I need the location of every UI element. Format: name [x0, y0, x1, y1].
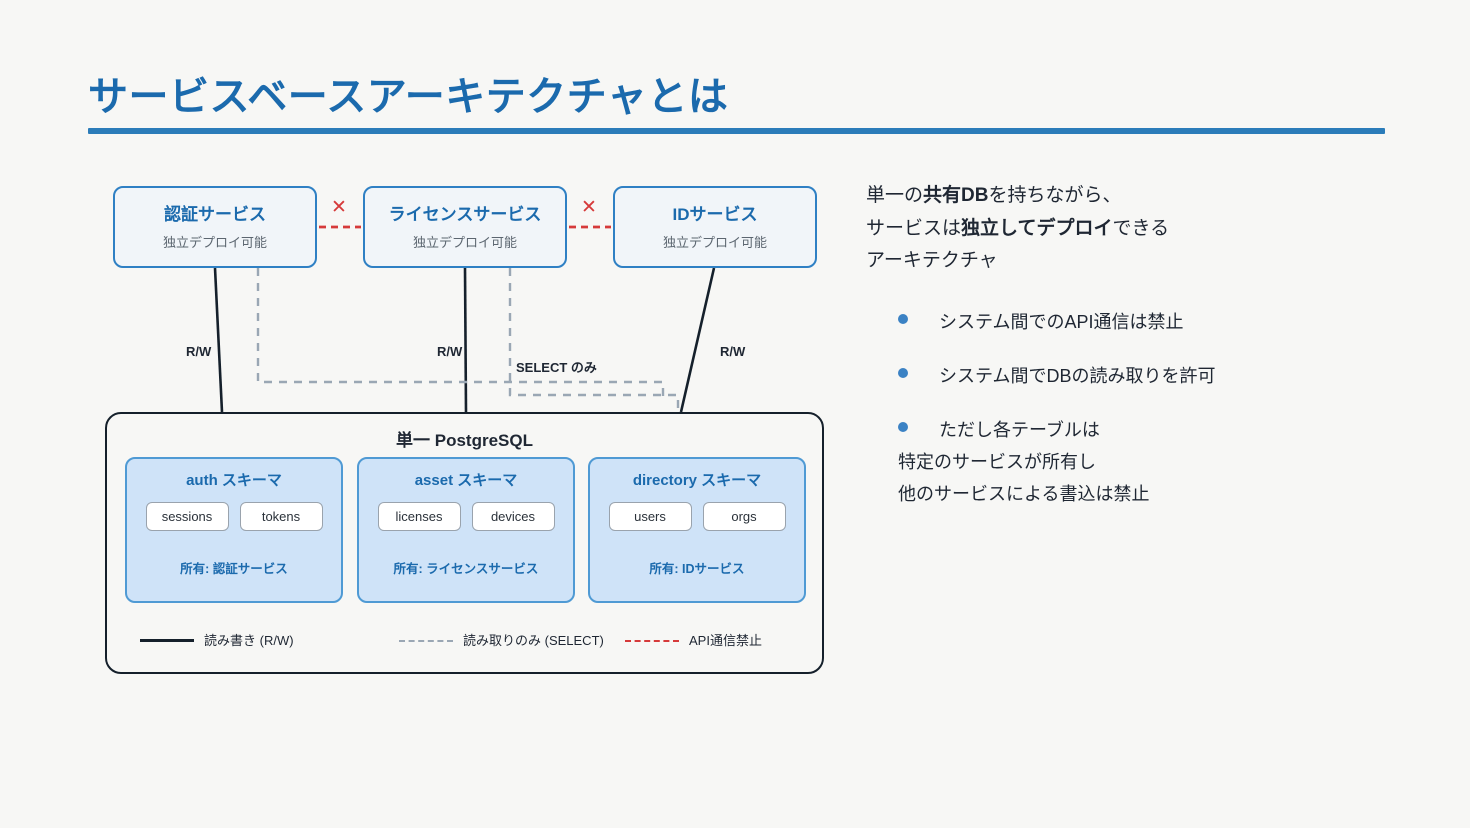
schema-owner: 所有: ライセンスサービス [393, 562, 539, 576]
select-path-license [508, 268, 680, 418]
bullet-text: システム間でのAPI通信は禁止 [939, 312, 1184, 333]
schema-box-auth[interactable]: auth スキーマ sessions tokens 所有: 認証サービス [125, 457, 343, 603]
edge-label-rw-license: R/W [437, 344, 463, 359]
legend-item-read-write: 読み書き (R/W) [140, 634, 294, 647]
table-chip[interactable]: devices [471, 502, 555, 531]
description-panel: 単一の共有DBを持ちながら、 サービスは独立してデプロイできる アーキテクチャ … [866, 180, 1386, 532]
lede-emphasis-deploy: デプロイ [1036, 217, 1113, 239]
database-container: 単一 PostgreSQL auth スキーマ sessions tokens … [105, 412, 824, 674]
table-chip[interactable]: licenses [377, 502, 461, 531]
legend: 読み書き (R/W) 読み取りのみ (SELECT) API通信禁止 [125, 634, 804, 656]
bullet-text: システム間でDBの読み取りを許可 [939, 366, 1216, 387]
legend-label: 読み取りのみ (SELECT) [463, 633, 604, 648]
lede-text: 単一の [866, 185, 924, 206]
list-item: システム間でDBの読み取りを許可 [898, 360, 1386, 392]
edge-label-rw-id: R/W [720, 344, 746, 359]
bullet-dot-icon [898, 422, 908, 433]
bullet-dot-icon [898, 368, 908, 379]
legend-item-api-forbidden: API通信禁止 [625, 634, 762, 647]
service-subtitle: 独立デプロイ可能 [162, 234, 267, 250]
rw-line-license [463, 267, 468, 413]
page-title: サービスベースアーキテクチャとは [88, 75, 729, 119]
schema-title: asset スキーマ [414, 472, 518, 489]
dashed-gray-line-icon [399, 639, 453, 642]
lede-line-1: 単一の共有DBを持ちながら、 [866, 180, 1386, 213]
legend-item-read-only: 読み取りのみ (SELECT) [399, 634, 604, 647]
list-item: システム間でのAPI通信は禁止 [898, 306, 1386, 338]
schema-owner: 所有: 認証サービス [180, 562, 288, 576]
service-subtitle: 独立デプロイ可能 [662, 234, 767, 250]
service-title: 認証サービス [164, 204, 266, 224]
service-box-license[interactable]: ライセンスサービス 独立デプロイ可能 [363, 186, 567, 268]
bullet-text: ただし各テーブルは 特定のサービスが所有し 他のサービスによる書込は禁止 [898, 420, 1150, 505]
lede-text: を持ちながら、 [988, 185, 1122, 206]
table-chip[interactable]: tokens [239, 502, 323, 531]
schema-title: auth スキーマ [186, 472, 282, 489]
service-box-id[interactable]: IDサービス 独立デプロイ可能 [613, 186, 817, 268]
service-title: IDサービス [672, 204, 758, 224]
lede-line-3: アーキテクチャ [866, 250, 998, 272]
lede-emphasis-shared-db: 共有DB [923, 185, 989, 206]
list-item: ただし各テーブルは 特定のサービスが所有し 他のサービスによる書込は禁止 [898, 414, 1386, 510]
schema-title: directory スキーマ [632, 472, 762, 489]
legend-label: API通信禁止 [689, 633, 762, 648]
schema-owner: 所有: IDサービス [649, 562, 745, 576]
schema-tables: sessions tokens [127, 502, 341, 531]
schema-box-asset[interactable]: asset スキーマ licenses devices 所有: ライセンスサービ… [357, 457, 575, 603]
lede-text: サービスは [866, 217, 962, 239]
service-title: ライセンスサービス [388, 204, 542, 224]
forbidden-x-icon: ✕ [331, 197, 347, 218]
schema-box-directory[interactable]: directory スキーマ users orgs 所有: IDサービス [588, 457, 806, 603]
edge-label-rw-auth: R/W [186, 344, 212, 359]
rw-line-auth [213, 267, 224, 413]
table-chip[interactable]: orgs [702, 502, 786, 531]
database-title: 単一 PostgreSQL [396, 431, 533, 450]
bullet-dot-icon [898, 314, 908, 325]
legend-label: 読み書き (R/W) [204, 633, 294, 648]
solid-line-icon [140, 639, 194, 642]
service-subtitle: 独立デプロイ可能 [412, 234, 517, 250]
forbidden-x-icon: ✕ [581, 197, 597, 218]
table-chip[interactable]: users [608, 502, 692, 531]
lede-emphasis-independent: 独立して [961, 217, 1037, 239]
rw-line-id [679, 267, 716, 413]
lede-paragraph: 単一の共有DBを持ちながら、 サービスは独立してデプロイできる アーキテクチャ [866, 180, 1386, 278]
edge-label-select-only: SELECT のみ [516, 360, 597, 375]
select-path-auth [256, 268, 665, 400]
table-chip[interactable]: sessions [145, 502, 229, 531]
lede-text: できる [1112, 217, 1170, 239]
service-box-auth[interactable]: 認証サービス 独立デプロイ可能 [113, 186, 317, 268]
schema-tables: licenses devices [359, 502, 573, 531]
dashed-red-line-icon [625, 639, 679, 642]
title-underline [88, 128, 1385, 134]
bullet-list: システム間でのAPI通信は禁止 システム間でDBの読み取りを許可 ただし各テーブ… [866, 306, 1386, 510]
schema-tables: users orgs [590, 502, 804, 531]
lede-line-2: サービスは独立してデプロイできる [866, 213, 1386, 246]
